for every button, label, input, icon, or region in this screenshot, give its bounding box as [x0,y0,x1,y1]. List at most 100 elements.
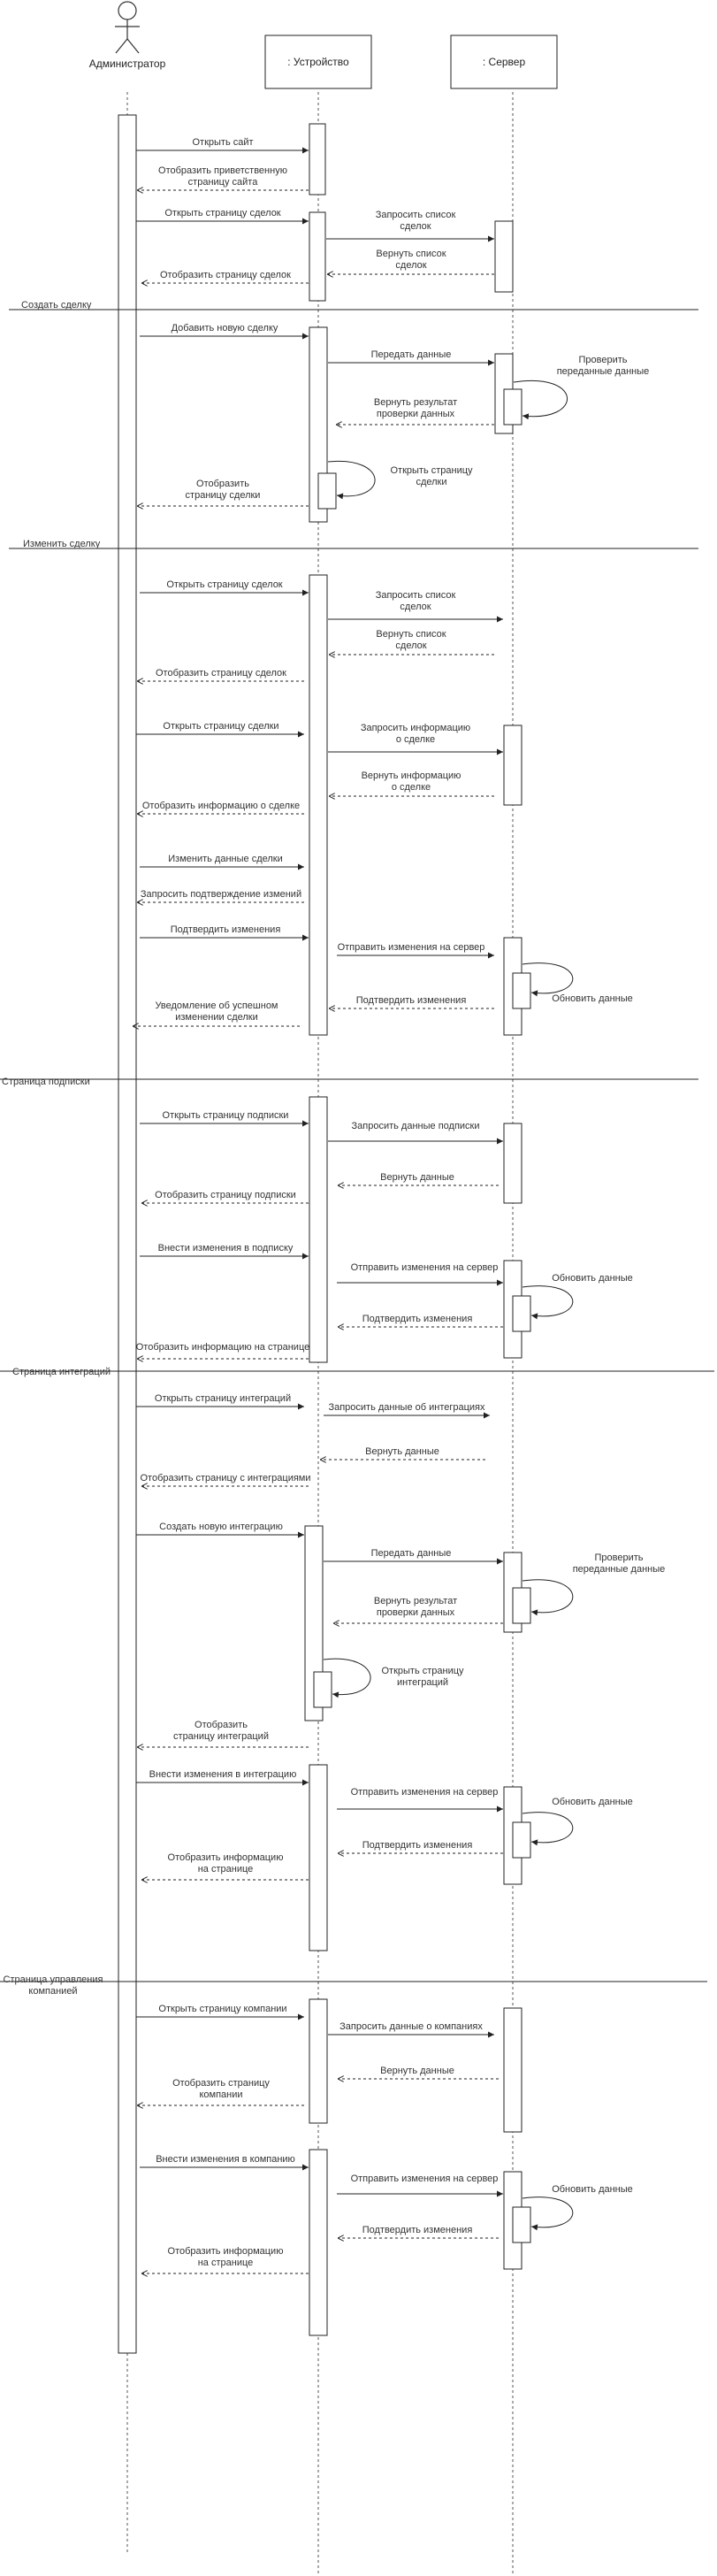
message-label: Обновить данные [552,2184,633,2195]
message-label: Отобразить страницу сделок [156,668,286,678]
server-self-activation [512,2206,531,2243]
message-label: Изменить данные сделки [168,854,283,864]
server-self-activation [503,388,522,426]
message-label-line: Отправить изменения на сервер [351,2174,499,2184]
message-label-line: компании [199,2089,242,2100]
device-activation [309,1764,328,1951]
message-label-line: Уведомление об успешном [156,1000,278,1011]
message-label-line: Подтвердить изменения [362,1314,473,1324]
message-label-line: Вернуть результат [374,1596,457,1606]
message-label: Открыть страницу сделки [163,721,278,732]
message-label-line: Добавить новую сделку [172,323,278,334]
message-label-line: Запросить список [376,590,456,601]
message-label: Отправить изменения на сервер [351,1262,499,1273]
message-label-line: Передать данные [371,349,452,360]
message-label: Отобразить информацию на странице [136,1342,310,1353]
message-label: Добавить новую сделку [172,323,278,334]
message-label-line: Открыть страницу сделок [164,208,280,218]
message-label-line: изменении сделки [175,1012,258,1023]
message-label-line: Отобразить [196,479,249,489]
device-activation [309,1998,328,2124]
message-label-line: сделок [395,640,426,651]
message-label-line: Создать новую интеграцию [159,1522,283,1532]
message-label-line: Отобразить страницу подписки [155,1190,296,1200]
server-activation [503,2007,522,2133]
message-label: Создать новую интеграцию [159,1522,283,1532]
device-activation [309,1096,328,1363]
message-label: Отобразить страницу сделок [160,270,291,280]
message-label-line: сделок [395,260,426,271]
device-activation [309,211,326,302]
message-label-line: Открыть страницу [381,1666,464,1676]
device-self-activation [317,472,337,510]
message-label-line: Изменить данные сделки [168,854,283,864]
actor-activation [118,114,137,2354]
device-participant-label: : Устройство [287,56,349,68]
message-label-line: Отправить изменения на сервер [351,1262,499,1273]
message-label: Запросить данные об интеграциях [328,1402,485,1413]
message-label: Открыть страницу сделок [166,579,282,590]
device-activation [309,574,328,1036]
message-label: Подтвердить изменения [362,1840,473,1851]
message-label: Открыть страницу компании [158,2004,286,2014]
message-label-line: Открыть страницу интеграций [155,1393,291,1404]
section-title-line: компанией [28,1986,77,1997]
self-call-arrow [522,1812,574,1846]
message-label-line: Вернуть информацию [362,770,461,781]
message-label-line: проверки данных [377,409,455,419]
message-label-line: Внести изменения в подписку [158,1243,294,1254]
message-label-line: страницу интеграций [173,1731,269,1742]
section-title-subscription-page: Страница подписки [2,1077,90,1087]
message-label-line: Отправить изменения на сервер [351,1787,499,1798]
message-label: Открыть страницу подписки [163,1110,289,1121]
message-label: Внести изменения в компанию [156,2154,295,2165]
message-label: Передать данные [371,349,452,360]
message-label-line: Запросить подтверждение измений [141,889,301,900]
message-label-line: Отобразить [195,1720,248,1730]
server-activation [503,1123,522,1204]
message-label: Отобразить страницу с интеграциями [140,1473,310,1484]
message-label-line: сделок [400,602,431,612]
message-label-line: Открыть страницу [390,465,473,476]
message-label-line: Отобразить информацию [168,1852,284,1863]
message-label-line: Подтвердить изменения [171,924,281,935]
message-label: Обновить данные [552,1273,633,1284]
actor-label: Администратор [89,58,166,70]
message-label-line: Открыть сайт [192,137,253,148]
message-label-line: Проверить [578,355,627,365]
message-label-line: Отобразить страницу сделок [156,668,286,678]
server-self-activation [512,972,531,1009]
message-label-line: страницу сделки [186,490,261,501]
message-label: Отобразить информацию о сделке [142,801,300,811]
message-label-line: Открыть страницу компании [158,2004,286,2014]
message-label-line: переданные данные [557,366,650,377]
message-label-line: Открыть страницу подписки [163,1110,289,1121]
message-label-line: Отобразить приветственную [158,165,287,176]
server-activation [494,220,514,293]
message-label-line: Подтвердить изменения [362,1840,473,1851]
self-call-arrow [522,1285,574,1320]
message-label-line: Запросить данные подписки [352,1121,480,1131]
message-label-line: о сделке [396,734,435,745]
message-label: Запросить данные о компаниях [339,2021,483,2032]
message-label-line: Запросить данные о компаниях [339,2021,483,2032]
message-label: Подтвердить изменения [356,995,467,1006]
message-label-line: Открыть страницу сделки [163,721,278,732]
server-participant-label: : Сервер [483,56,526,68]
message-label: Обновить данные [552,993,633,1004]
message-label: Подтвердить изменения [362,1314,473,1324]
server-self-activation [512,1295,531,1332]
message-label: Отправить изменения на сервер [351,1787,499,1798]
message-label-line: Отправить изменения на сервер [338,942,485,953]
message-label: Запросить подтверждение измений [141,889,301,900]
message-label: Отправить изменения на сервер [351,2174,499,2184]
message-label: Подтвердить изменения [362,2225,473,2235]
message-label-line: Отобразить информацию [168,2246,284,2257]
